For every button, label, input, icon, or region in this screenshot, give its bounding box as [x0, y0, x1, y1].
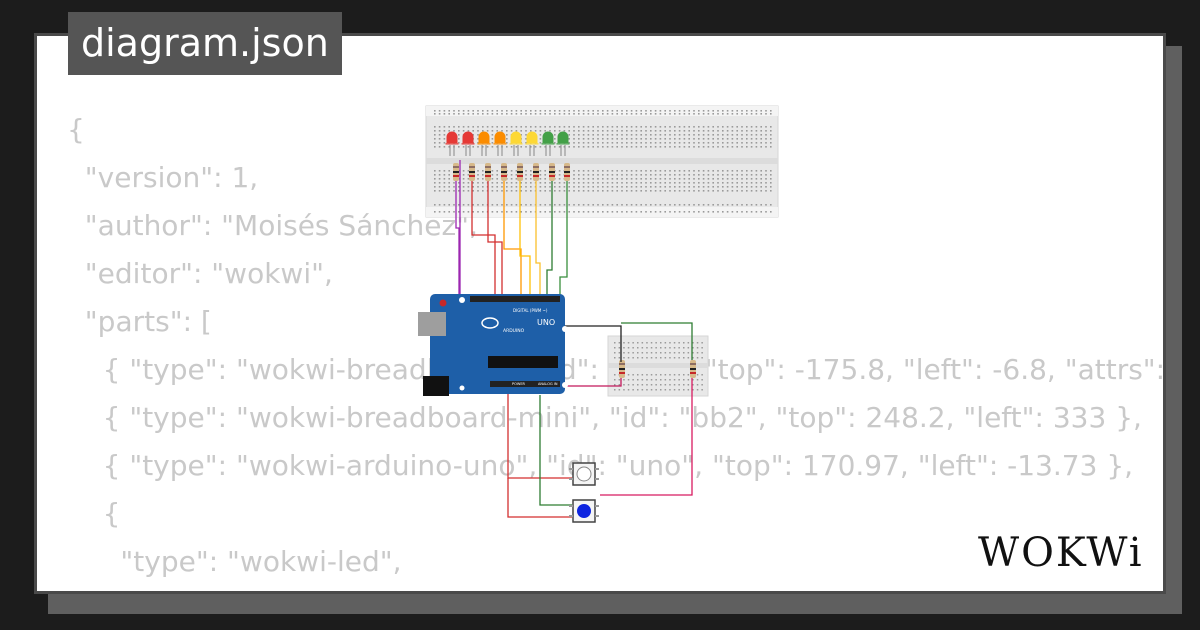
preview-card: { "version": 1, "author": "Moisés Sánche…: [34, 33, 1166, 594]
code-line: "version": 1,: [67, 161, 259, 194]
code-line: "author": "Moisés Sánchez",: [67, 209, 478, 242]
code-line: {: [67, 497, 121, 530]
file-name-label: diagram.json: [68, 12, 342, 75]
code-line: "editor": "wokwi",: [67, 257, 333, 290]
code-line: "parts": [: [67, 305, 212, 338]
code-line: "id": "led1",: [67, 586, 1163, 591]
code-line: { "type": "wokwi-breadboard", "id": "bb1…: [67, 353, 1166, 386]
wokwi-logo-icon: WOKWi: [978, 530, 1144, 576]
code-line: "type": "wokwi-led",: [67, 545, 402, 578]
code-line: { "type": "wokwi-arduino-uno", "id": "un…: [67, 449, 1134, 482]
code-line: { "type": "wokwi-breadboard-mini", "id":…: [67, 401, 1142, 434]
logo-text: WOKWi: [978, 530, 1144, 576]
json-code-block: { "version": 1, "author": "Moisés Sánche…: [67, 106, 1166, 591]
code-line: {: [67, 113, 85, 146]
